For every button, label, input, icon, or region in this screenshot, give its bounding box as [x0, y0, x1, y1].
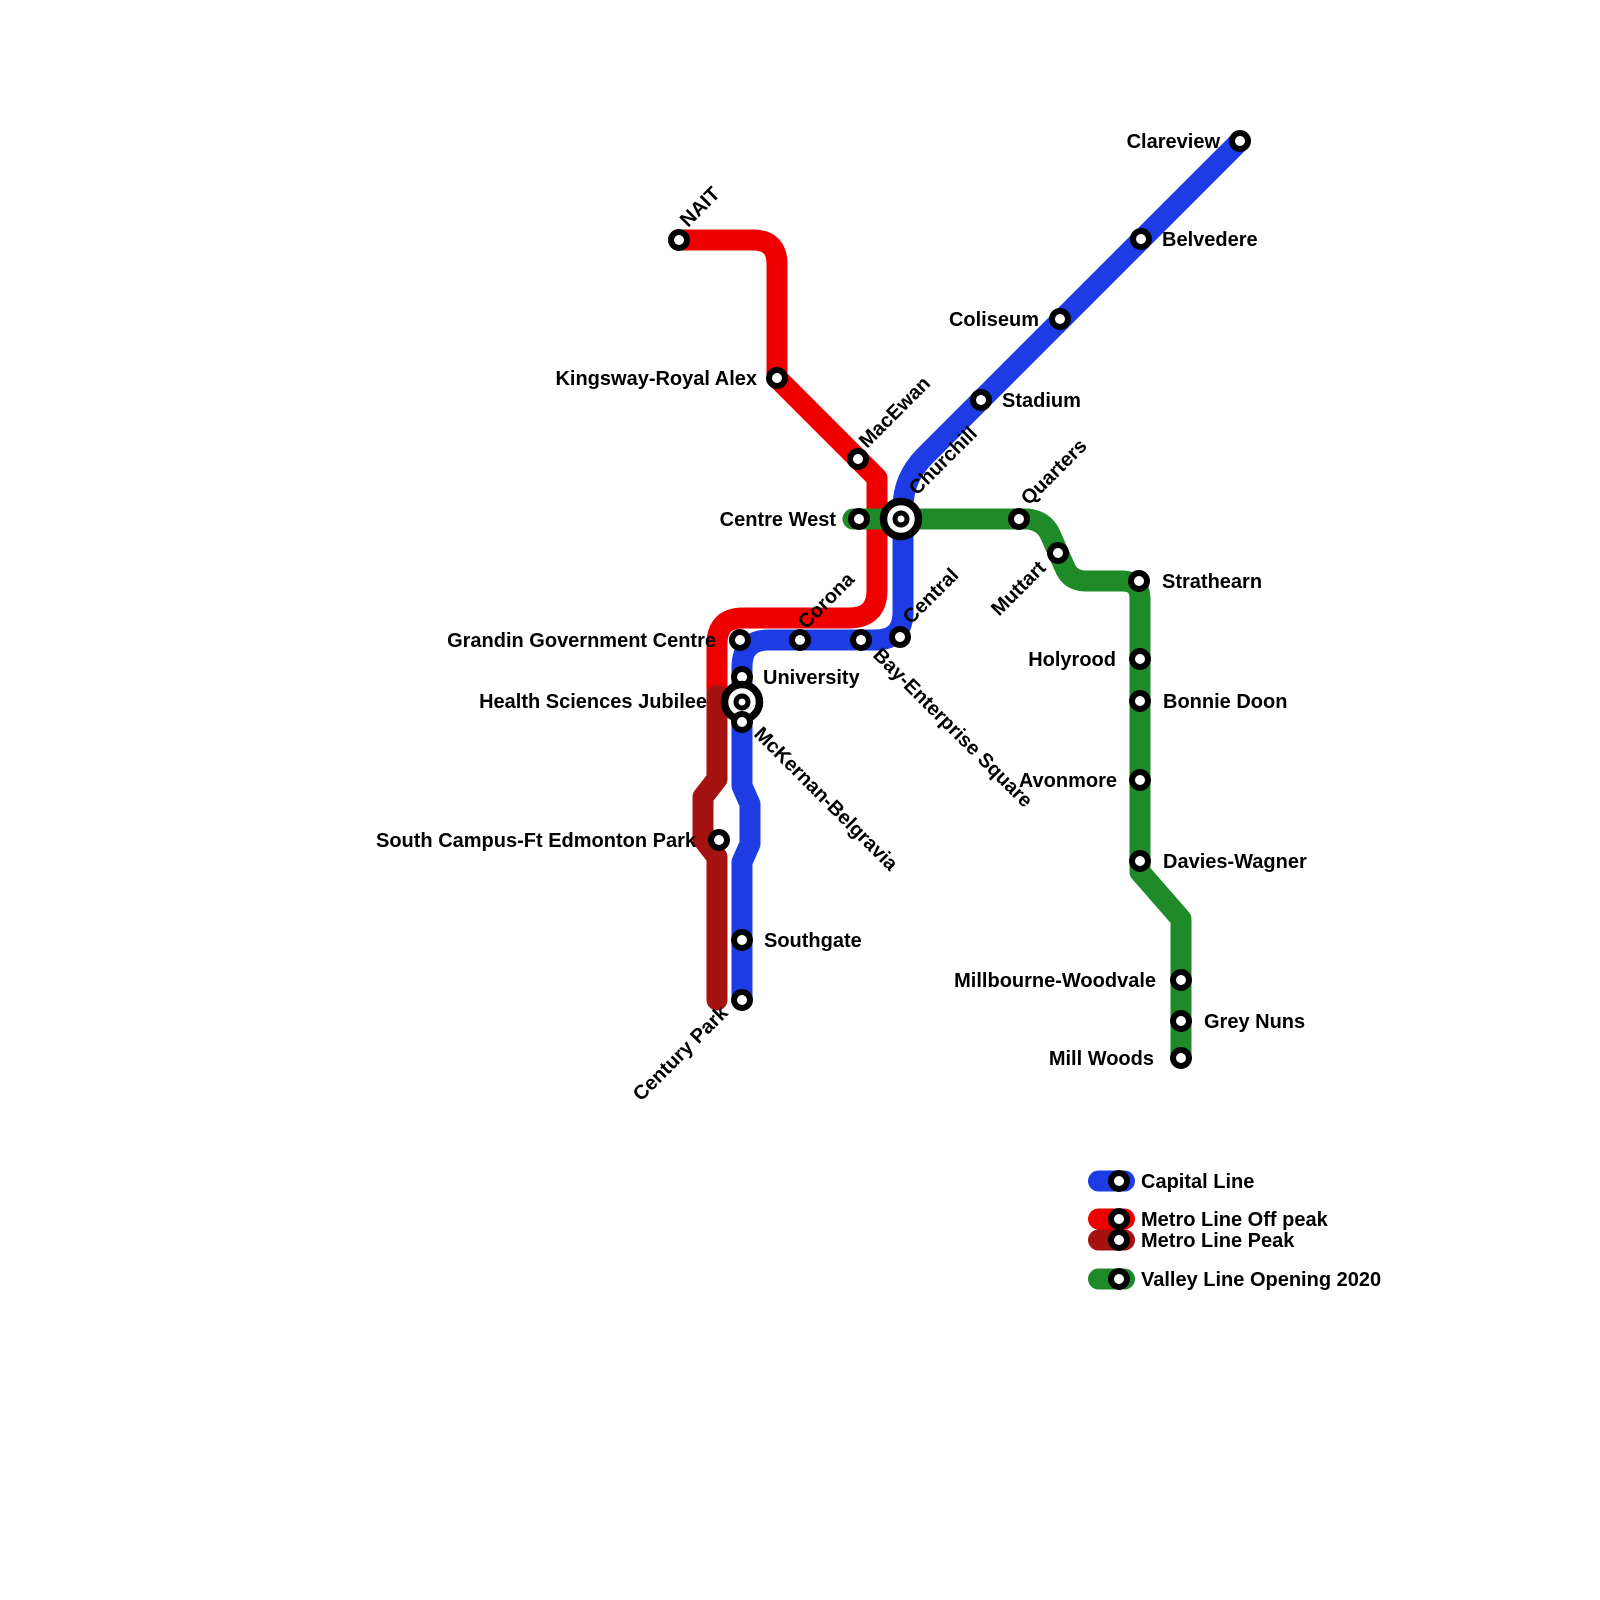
- legend-label-metro-line-peak: Metro Line Peak: [1141, 1230, 1295, 1252]
- legend-station-marker: [1108, 1229, 1130, 1251]
- station-marker: [970, 389, 992, 411]
- station-marker: [1008, 508, 1030, 530]
- line-metro-line-peak: [692, 684, 728, 1011]
- station-coliseum: Coliseum: [949, 308, 1071, 331]
- station-marker: [1170, 1047, 1192, 1069]
- label-avonmore: Avonmore: [1019, 770, 1117, 792]
- station-marker: [889, 626, 911, 648]
- station-belvedere: Belvedere: [1130, 228, 1258, 251]
- legend-label-valley-line-opening-2020: Valley Line Opening 2020: [1141, 1269, 1381, 1291]
- station-marker: [847, 448, 869, 470]
- label-grey-nuns: Grey Nuns: [1204, 1011, 1305, 1033]
- station-marker: [1128, 570, 1150, 592]
- station-south-campus-ft-edmonton-park: South Campus-Ft Edmonton Park: [376, 829, 730, 852]
- legend-item-capital-line: Capital Line: [1088, 1170, 1254, 1193]
- label-coliseum: Coliseum: [949, 309, 1039, 331]
- label-grandin-government-centre: Grandin Government Centre: [447, 630, 716, 652]
- station-holyrood: Holyrood: [1028, 648, 1151, 671]
- label-bonnie-doon: Bonnie Doon: [1163, 691, 1287, 713]
- station-bonnie-doon: Bonnie Doon: [1129, 690, 1287, 713]
- label-health-sciences-jubilee: Health Sciences Jubilee: [479, 691, 707, 713]
- station-university: University: [731, 666, 861, 689]
- station-marker: [1170, 969, 1192, 991]
- station-marker: [766, 367, 788, 389]
- station-marker: [1129, 690, 1151, 712]
- legend-station-marker: [1108, 1170, 1130, 1192]
- station-grey-nuns: Grey Nuns: [1170, 1010, 1305, 1033]
- station-marker: [848, 508, 870, 530]
- label-holyrood: Holyrood: [1028, 649, 1116, 671]
- legend-label-metro-line-off-peak: Metro Line Off peak: [1141, 1209, 1329, 1231]
- label-stadium: Stadium: [1002, 390, 1081, 412]
- label-clareview: Clareview: [1127, 131, 1221, 153]
- legend-station-marker: [1108, 1268, 1130, 1290]
- label-south-campus-ft-edmonton-park: South Campus-Ft Edmonton Park: [376, 830, 697, 852]
- legend-item-valley-line-opening-2020: Valley Line Opening 2020: [1088, 1268, 1381, 1291]
- label-davies-wagner: Davies-Wagner: [1163, 851, 1307, 873]
- station-millbourne-woodvale: Millbourne-Woodvale: [954, 969, 1192, 992]
- station-marker: [789, 629, 811, 651]
- station-marker: [1170, 1010, 1192, 1032]
- station-mill-woods: Mill Woods: [1049, 1047, 1192, 1070]
- station-marker: [668, 229, 690, 251]
- station-strathearn: Strathearn: [1128, 570, 1262, 593]
- station-marker: [708, 829, 730, 851]
- station-marker: [1129, 769, 1151, 791]
- station-davies-wagner: Davies-Wagner: [1129, 850, 1307, 873]
- line-metro-line-off-peak: [668, 229, 888, 711]
- label-centre-west: Centre West: [720, 509, 837, 531]
- station-clareview: Clareview: [1127, 130, 1251, 153]
- label-kingsway-royal-alex: Kingsway-Royal Alex: [555, 368, 757, 390]
- station-marker: [731, 929, 753, 951]
- interchange-inner-ring: [733, 693, 751, 711]
- interchange-inner-ring: [892, 510, 910, 528]
- station-stadium: Stadium: [970, 389, 1081, 412]
- legend-item-metro-line-peak: Metro Line Peak: [1088, 1229, 1295, 1252]
- legend-label-capital-line: Capital Line: [1141, 1171, 1254, 1193]
- label-strathearn: Strathearn: [1162, 571, 1262, 593]
- station-southgate: Southgate: [731, 929, 862, 952]
- label-university: University: [763, 667, 861, 689]
- legend-item-metro-line-off-peak: Metro Line Off peak: [1088, 1208, 1329, 1231]
- station-marker: [1049, 308, 1071, 330]
- label-southgate: Southgate: [764, 930, 862, 952]
- station-kingsway-royal-alex: Kingsway-Royal Alex: [555, 367, 788, 390]
- station-avonmore: Avonmore: [1019, 769, 1151, 792]
- line-capital-line: [731, 130, 1251, 1011]
- station-marker: [1047, 542, 1069, 564]
- station-marker: [731, 989, 753, 1011]
- station-marker: [1129, 648, 1151, 670]
- station-marker: [850, 629, 872, 651]
- station-grandin-government-centre: Grandin Government Centre: [447, 629, 751, 652]
- station-marker: [1229, 130, 1251, 152]
- station-marker: [729, 629, 751, 651]
- legend-station-marker: [1108, 1208, 1130, 1230]
- station-marker: [1129, 850, 1151, 872]
- station-centre-west: Centre West: [720, 508, 870, 531]
- label-mill-woods: Mill Woods: [1049, 1048, 1154, 1070]
- station-marker: [1130, 228, 1152, 250]
- station-marker: [731, 711, 753, 733]
- label-belvedere: Belvedere: [1162, 229, 1258, 251]
- label-millbourne-woodvale: Millbourne-Woodvale: [954, 970, 1156, 992]
